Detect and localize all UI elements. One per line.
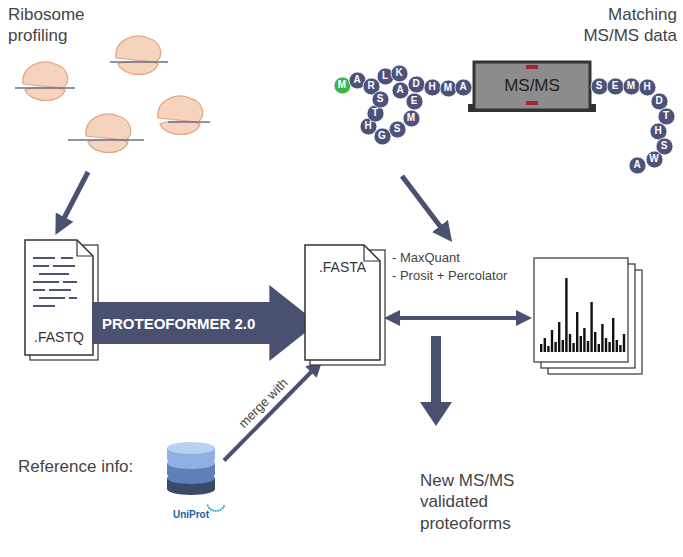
- amino-acid-bead: E: [607, 78, 624, 95]
- amino-acid-bead: A: [629, 157, 646, 174]
- result-label: New MS/MS validated proteoforms: [420, 470, 560, 534]
- connector-arrow: [224, 363, 320, 461]
- tool-name: - MaxQuant: [392, 250, 532, 266]
- spectrum-bar: [587, 341, 589, 352]
- node-label: D: [412, 79, 419, 89]
- amino-acid-bead: M: [334, 77, 351, 94]
- node-label: K: [395, 68, 402, 78]
- node-label: M: [627, 81, 635, 91]
- node-label: .FASTQ: [34, 329, 84, 345]
- node-label: D: [655, 96, 662, 106]
- node-label: PROTEOFORMER 2.0: [102, 315, 255, 332]
- ribosome: [110, 36, 168, 74]
- node-label: H: [364, 121, 371, 131]
- node-label: S: [377, 94, 384, 104]
- spectrum-bar: [590, 302, 592, 352]
- amino-acid-bead: M: [623, 78, 640, 95]
- node-label: M: [444, 83, 452, 93]
- double-arrow: [392, 316, 524, 320]
- node-label: A: [353, 75, 360, 85]
- spectrum-bar: [572, 343, 574, 352]
- section-heading: Matching MS/MS data: [577, 4, 677, 47]
- node-label: M: [407, 113, 415, 123]
- spectrum-bar: [616, 340, 618, 352]
- spectrum-bar: [580, 336, 582, 352]
- spectrum-bar: [594, 332, 596, 352]
- node-label: R: [367, 81, 374, 91]
- spectrum-bar: [544, 338, 546, 352]
- amino-acid-bead: M: [403, 110, 420, 127]
- database-icon: UniProt: [160, 440, 222, 522]
- flow-arrow: [402, 176, 446, 234]
- amino-acid-bead: A: [392, 82, 409, 99]
- amino-acid-bead: S: [591, 78, 608, 95]
- node-label: A: [459, 82, 466, 92]
- amino-acid-bead: K: [391, 65, 408, 82]
- file-icon: .FASTQ: [25, 240, 93, 355]
- spectrum-bar: [576, 312, 578, 352]
- flow-arrow: [60, 172, 88, 226]
- file-icon: .FASTA: [305, 245, 380, 360]
- spectrum-bar: [598, 344, 600, 352]
- node-label: H: [428, 82, 435, 92]
- amino-acid-bead: T: [658, 108, 675, 125]
- spectrum-bar: [562, 340, 564, 352]
- ribosome: [15, 62, 75, 100]
- amino-acid-bead: H: [639, 79, 656, 96]
- node-label: M: [338, 80, 346, 90]
- node-label: S: [661, 141, 668, 151]
- spectrum-bar: [601, 324, 603, 352]
- tool-name: - Prosit + Percolator: [392, 268, 532, 284]
- node-label: T: [663, 111, 669, 121]
- spectrum-bar: [608, 342, 610, 352]
- node-label: S: [394, 124, 401, 134]
- ribosome: [158, 96, 210, 134]
- node-label: G: [378, 131, 386, 141]
- amino-acid-bead: S: [372, 91, 389, 108]
- spectrum-bar: [551, 330, 553, 352]
- spectrum-bar: [558, 322, 560, 352]
- spectrum-bar: [605, 338, 607, 352]
- amino-acid-bead: H: [424, 79, 441, 96]
- node-label: UniProt: [173, 509, 209, 520]
- spectrum-bar: [554, 342, 556, 352]
- node-label: H: [643, 82, 650, 92]
- note: Reference info:: [18, 456, 158, 477]
- node-label: E: [612, 81, 619, 91]
- node-label: .FASTA: [319, 259, 366, 275]
- spectrum-bar: [540, 344, 542, 352]
- ribosome: [68, 114, 144, 152]
- ms-instrument: MS/MS: [474, 62, 590, 110]
- amino-acid-bead: H: [650, 123, 667, 140]
- node-label: MS/MS: [504, 76, 560, 96]
- spectrum-bar: [547, 346, 549, 352]
- tool-arrow: PROTEOFORMER 2.0: [92, 285, 317, 361]
- node-label: S: [596, 81, 603, 91]
- spectrum-bar: [612, 318, 614, 352]
- amino-acid-bead: D: [651, 93, 668, 110]
- node-label: A: [396, 85, 403, 95]
- spectrum-bar: [565, 278, 567, 352]
- amino-acid-bead: G: [374, 128, 391, 145]
- node-label: T: [372, 108, 378, 118]
- amino-acid-bead: E: [406, 93, 423, 110]
- node-label: W: [649, 154, 658, 164]
- amino-acid-bead: A: [455, 79, 472, 96]
- spectrum-bar: [619, 345, 621, 352]
- node-label: L: [382, 71, 388, 81]
- spectrum-pages: [534, 258, 642, 374]
- node-label: A: [633, 160, 640, 170]
- amino-acid-bead: M: [440, 80, 457, 97]
- amino-acid-bead: W: [646, 151, 663, 168]
- node-label: E: [411, 96, 418, 106]
- spectrum-bar: [583, 328, 585, 352]
- section-heading: Ribosome profiling: [8, 4, 100, 47]
- node-label: H: [654, 126, 661, 136]
- spectrum-bar: [623, 334, 625, 352]
- amino-acid-bead: S: [389, 121, 406, 138]
- amino-acid-bead: D: [408, 76, 425, 93]
- down-arrow: [420, 336, 452, 426]
- spectrum-bar: [569, 334, 571, 352]
